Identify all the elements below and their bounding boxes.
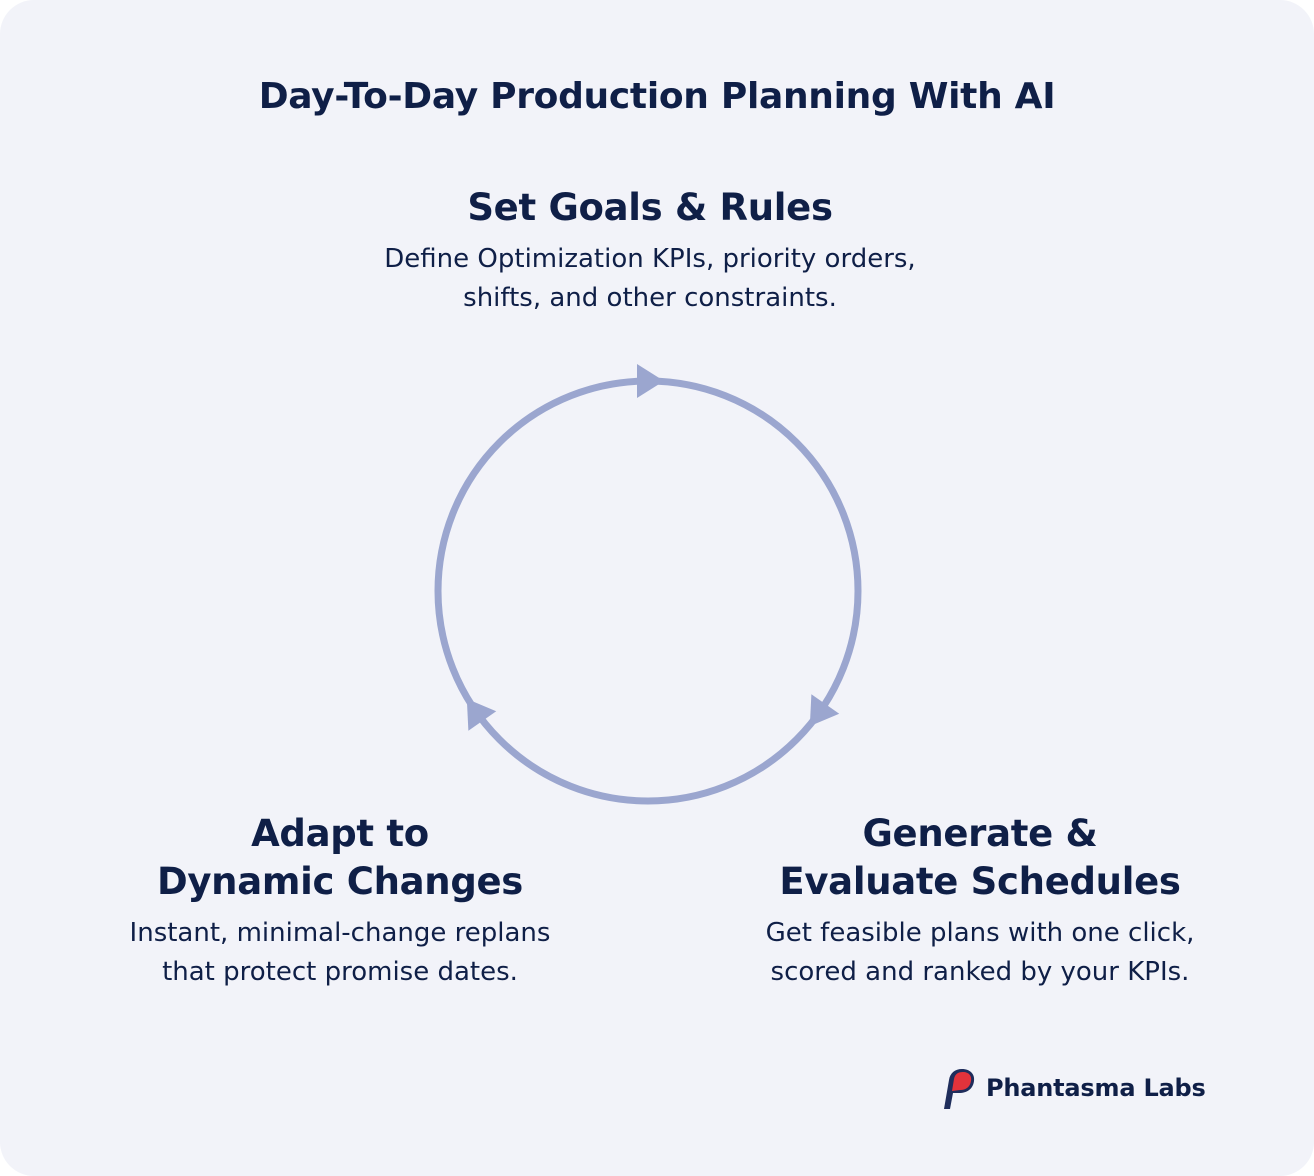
page-title: Day-To-Day Production Planning With AI xyxy=(258,76,1056,117)
step-description-line: that protect promise dates. xyxy=(162,957,518,987)
brand-name: Phantasma Labs xyxy=(986,1074,1206,1102)
cycle-ring xyxy=(434,377,862,805)
step-title: Set Goals & Rules xyxy=(310,184,990,232)
brand-logo: Phantasma Labs xyxy=(938,1064,1206,1112)
step-title-line: Evaluate Schedules xyxy=(779,860,1181,903)
step-description: Define Optimization KPIs, priority order… xyxy=(310,240,990,318)
step-generate-schedules: Generate & Evaluate Schedules Get feasib… xyxy=(690,810,1270,992)
step-title-line: Set Goals & Rules xyxy=(467,186,833,229)
step-title-line: Adapt to xyxy=(251,812,429,855)
step-title-line: Generate & xyxy=(862,812,1098,855)
step-description-line: Instant, minimal-change replans xyxy=(129,918,551,948)
step-description-line: Get feasible plans with one click, xyxy=(765,918,1195,948)
cycle-diagram xyxy=(434,364,862,805)
arrow-head-icon xyxy=(466,698,497,731)
step-set-goals: Set Goals & Rules Define Optimization KP… xyxy=(310,184,990,318)
step-title-line: Dynamic Changes xyxy=(156,860,524,903)
step-description: Instant, minimal-change replans that pro… xyxy=(60,914,620,992)
step-title: Generate & Evaluate Schedules xyxy=(690,810,1270,906)
step-description-line: shifts, and other constraints. xyxy=(463,283,837,313)
step-adapt-changes: Adapt to Dynamic Changes Instant, minima… xyxy=(60,810,620,992)
arrow-head-icon xyxy=(637,364,664,398)
step-description: Get feasible plans with one click, score… xyxy=(690,914,1270,992)
phantasma-p-logo-icon xyxy=(944,1069,975,1109)
step-title: Adapt to Dynamic Changes xyxy=(60,810,620,906)
step-description-line: Define Optimization KPIs, priority order… xyxy=(384,244,916,274)
step-description-line: scored and ranked by your KPIs. xyxy=(770,957,1190,987)
arrow-head-icon xyxy=(809,694,840,727)
